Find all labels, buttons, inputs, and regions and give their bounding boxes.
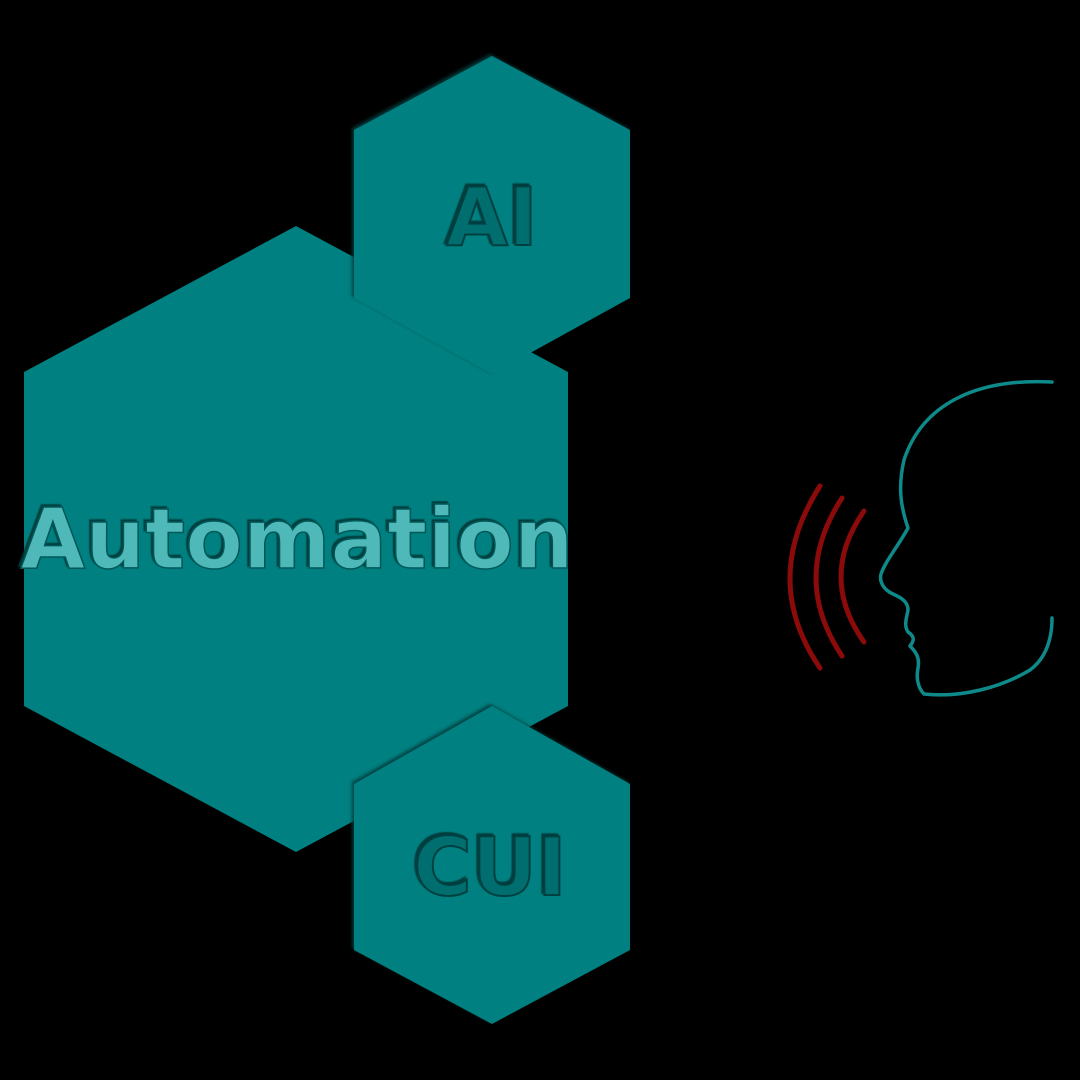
ai-label: AI: [446, 171, 538, 264]
sound-waves-icon: [787, 483, 867, 671]
automation-hexagon: [24, 226, 568, 852]
speaking-head-icon: [878, 379, 1054, 697]
sound-wave-outer: [787, 483, 823, 671]
automation-label: Automation: [20, 490, 573, 588]
cui-hexagon: [354, 706, 630, 1024]
sound-wave-middle: [813, 495, 845, 659]
ai-hexagon: [354, 56, 630, 374]
cui-label: CUI: [413, 821, 566, 914]
sound-wave-inner: [838, 508, 867, 645]
